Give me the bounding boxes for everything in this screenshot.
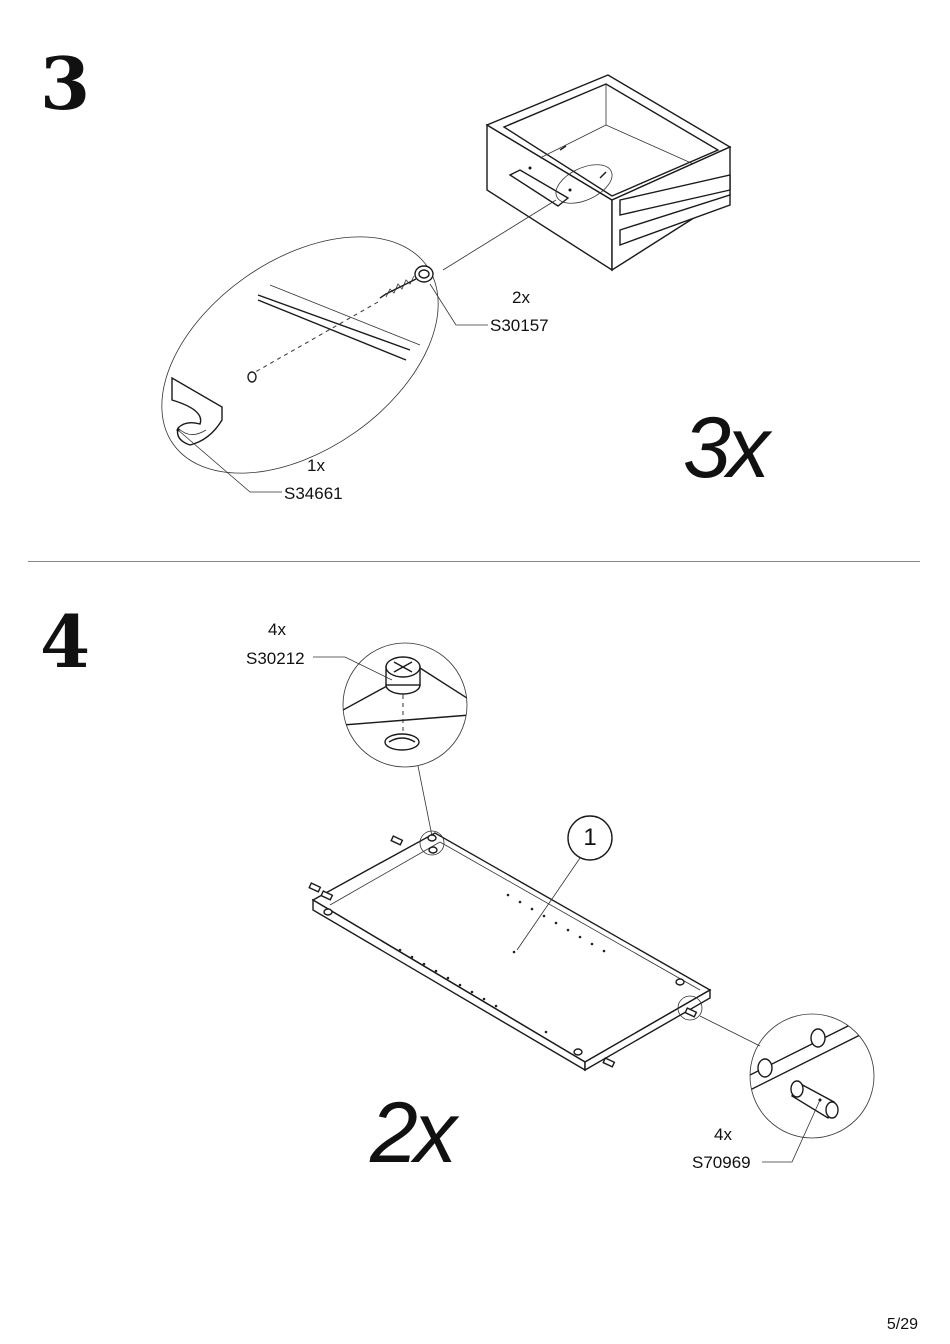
- page-number: 5/29: [887, 1316, 918, 1334]
- step-number-4: 4: [40, 606, 90, 678]
- part-code-cam-lock: S30212: [246, 650, 305, 667]
- step-divider: [28, 561, 920, 562]
- cam-lock-detail-circle: [343, 643, 470, 767]
- part-code-handle: S34661: [284, 485, 343, 502]
- cam-lock-icon: [386, 657, 420, 694]
- part-count-cam-lock: 4x: [268, 621, 286, 638]
- part-count-handle: 1x: [307, 457, 325, 474]
- handle-detail-ellipse: [119, 188, 482, 521]
- drawer-illustration: [487, 75, 730, 270]
- part-code-dowel: S70969: [692, 1154, 751, 1171]
- part-count-screw: 2x: [512, 289, 530, 306]
- panel-illustration: [309, 831, 710, 1070]
- part-count-dowel: 4x: [714, 1126, 732, 1143]
- panel-number-label: 1: [581, 826, 599, 850]
- step3-quantity: 3x: [683, 405, 766, 491]
- screw-icon: [380, 266, 433, 298]
- step-number-3: 3: [40, 48, 90, 120]
- part-code-screw: S30157: [490, 317, 549, 334]
- handle-icon: [172, 378, 222, 445]
- dowel-detail-circle: [750, 1014, 874, 1138]
- step4-quantity: 2x: [370, 1090, 453, 1176]
